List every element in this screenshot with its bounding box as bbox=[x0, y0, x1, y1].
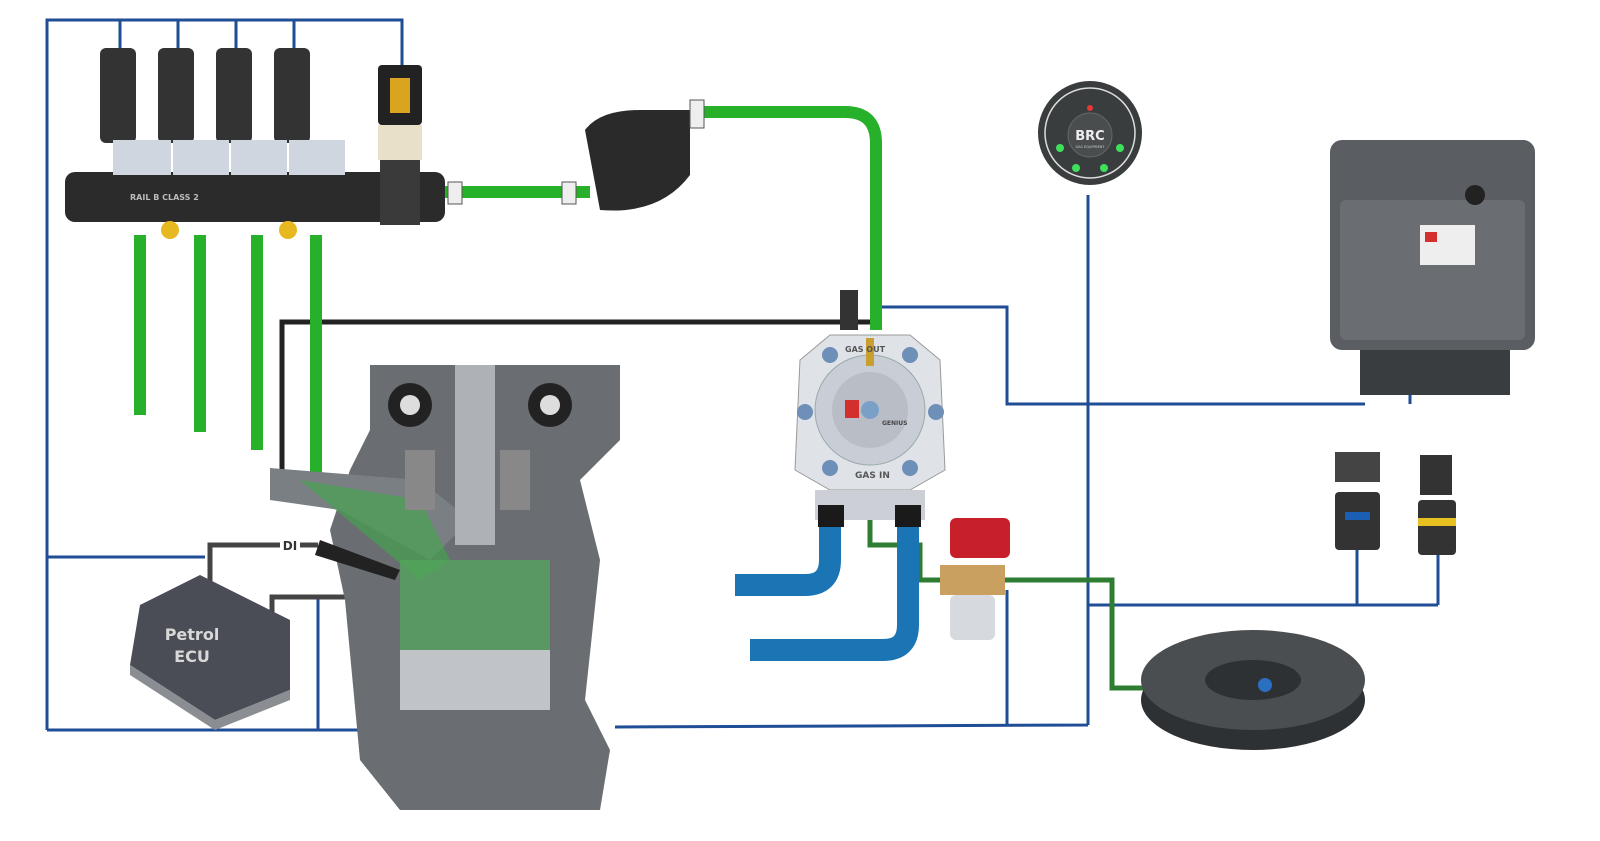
control-wire bbox=[279, 319, 876, 470]
reducer-model-label: GENIUS bbox=[882, 420, 907, 427]
gas-out-label: GAS OUT bbox=[845, 345, 886, 354]
switch-brand: BRC bbox=[1075, 129, 1104, 144]
gas-injector-rail: RAIL B CLASS 2 bbox=[65, 48, 445, 239]
engine-cutaway bbox=[270, 365, 620, 810]
di-label: DI bbox=[283, 539, 297, 553]
switch-sub: GAS EQUIPMENT bbox=[1075, 145, 1105, 149]
coolant-hoses bbox=[735, 520, 919, 661]
gas-filter bbox=[447, 99, 705, 211]
electrical-wiring bbox=[45, 18, 1440, 732]
fuel-switch[interactable]: BRC GAS EQUIPMENT bbox=[1038, 81, 1142, 185]
gas-ecu bbox=[1330, 140, 1535, 395]
rail-label: RAIL B CLASS 2 bbox=[130, 193, 199, 202]
petrol-ecu: Petrol ECU bbox=[130, 575, 290, 730]
solenoid-valve bbox=[940, 518, 1010, 640]
connectors bbox=[1335, 452, 1456, 555]
gas-in-label: GAS IN bbox=[855, 471, 890, 481]
pressure-reducer: GAS OUT GAS IN GENIUS bbox=[794, 290, 946, 527]
petrol-ecu-label-2: ECU bbox=[174, 647, 210, 666]
lpg-tank bbox=[1141, 630, 1365, 750]
petrol-ecu-label-1: Petrol bbox=[165, 625, 220, 644]
